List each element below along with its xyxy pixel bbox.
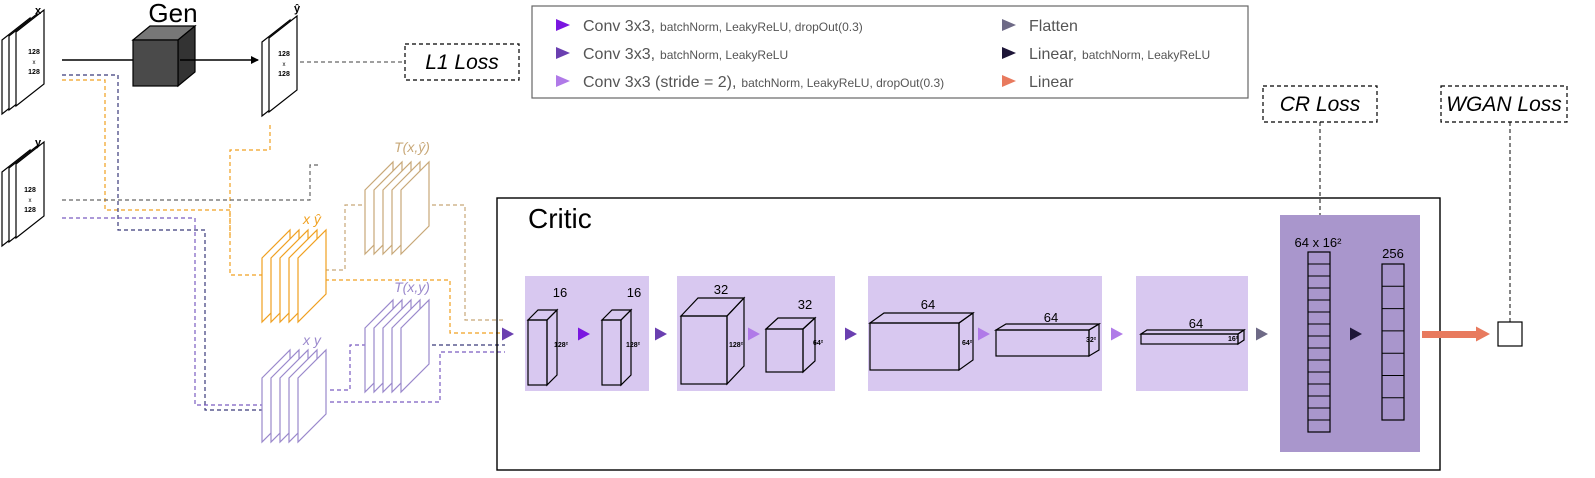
block1-to-block2-arrow bbox=[655, 327, 667, 341]
critic-block3-cube-b: 64 32² bbox=[993, 310, 1102, 358]
wgan-loss-box: WGAN Loss bbox=[1440, 85, 1568, 123]
legend-arrow-icon bbox=[1002, 19, 1016, 31]
critic-block4-side: 16² bbox=[1228, 336, 1239, 343]
stack-x-y-label: x y bbox=[302, 332, 322, 348]
xyhat-to-critic-line bbox=[325, 279, 505, 334]
legend-item-label: Conv 3x3,batchNorm, LeakyReLU bbox=[583, 46, 788, 63]
critic-block1-cube-b: 16 128² bbox=[600, 285, 641, 387]
legend-item-label: Conv 3x3,batchNorm, LeakyReLU, dropOut(0… bbox=[583, 18, 863, 35]
flatten-vector-label: 64 x 16² bbox=[1295, 235, 1343, 250]
generator-cube: Gen bbox=[131, 0, 198, 88]
cr-loss-box: CR Loss bbox=[1262, 85, 1378, 123]
critic-block1-side-b: 128² bbox=[626, 342, 641, 349]
block2-to-block3-arrow bbox=[845, 327, 857, 341]
legend-item-label: Flatten bbox=[1029, 18, 1078, 35]
wgan-loss-label: WGAN Loss bbox=[1446, 93, 1562, 116]
output-arrow-shaft bbox=[1422, 331, 1478, 338]
input-y-size-top: 128 bbox=[24, 187, 36, 194]
xyhat-to-txyhat-line bbox=[325, 204, 365, 271]
input-x-size-bot: 128 bbox=[28, 69, 40, 76]
flow-arrows bbox=[502, 326, 1490, 342]
output-yhat-stack: ŷ 128 x 128 bbox=[261, 3, 301, 118]
stack-x-yhat-label: x ŷ bbox=[302, 211, 322, 227]
output-arrow-head bbox=[1476, 326, 1490, 342]
critic-block2-cube-a: 32 128² bbox=[679, 282, 746, 386]
block2-stride-arrow bbox=[748, 327, 760, 341]
stack-t-x-yhat: T(x,ŷ) bbox=[364, 139, 430, 256]
input-x-stack: x 128 x 128 bbox=[1, 5, 45, 116]
critic-block3-side-b: 32² bbox=[1086, 337, 1097, 344]
dashed-connections bbox=[62, 61, 1511, 411]
critic-block3-cube-a: 64 64² bbox=[868, 297, 975, 372]
critic-output-node bbox=[1497, 321, 1523, 347]
flatten-vector: 64 x 16² bbox=[1295, 235, 1343, 433]
critic-block1-top-a: 16 bbox=[553, 285, 567, 300]
critic-block4-cube: 64 16² bbox=[1139, 316, 1246, 346]
yhat-to-xyhat-line bbox=[229, 125, 271, 235]
flatten-arrow bbox=[1256, 327, 1268, 341]
stack-x-y: x y bbox=[261, 332, 327, 444]
input-x-size-mid: x bbox=[33, 60, 36, 66]
block3-to-block4-arrow bbox=[1111, 327, 1123, 341]
yhat-size-bot: 128 bbox=[278, 71, 290, 78]
critic-block1-side-a: 128² bbox=[554, 342, 569, 349]
generator-label: Gen bbox=[148, 0, 197, 28]
input-y-label: y bbox=[35, 137, 42, 149]
block3-stride-arrow bbox=[978, 327, 990, 341]
input-y-size-mid: x bbox=[29, 198, 32, 204]
legend-arrow-icon bbox=[556, 19, 570, 31]
critic-block4-top: 64 bbox=[1189, 316, 1203, 331]
legend-item-label: Linear bbox=[1029, 74, 1074, 91]
critic-block1-top-b: 16 bbox=[627, 285, 641, 300]
txyhat-to-critic-line bbox=[432, 204, 505, 321]
legend-item-label: Linear,batchNorm, LeakyReLU bbox=[1029, 46, 1210, 63]
critic-block2-top-b: 32 bbox=[798, 297, 812, 312]
legend-arrow-icon bbox=[556, 75, 570, 87]
linear-vector-label: 256 bbox=[1382, 246, 1404, 261]
yhat-size-mid: x bbox=[283, 62, 286, 68]
cr-loss-label: CR Loss bbox=[1280, 93, 1361, 116]
critic-block3-top-a: 64 bbox=[921, 297, 935, 312]
block1-conv-arrow bbox=[578, 327, 590, 341]
input-x-label: x bbox=[35, 5, 42, 17]
input-y-size-bot: 128 bbox=[24, 207, 36, 214]
critic-block2-side-b: 64² bbox=[813, 340, 824, 347]
legend-arrow-icon bbox=[556, 47, 570, 59]
stack-x-yhat: x ŷ bbox=[261, 211, 327, 324]
legend-frame bbox=[531, 5, 1249, 99]
stack-t-x-y-label: T(x,y) bbox=[394, 279, 430, 295]
legend: Conv 3x3,batchNorm, LeakyReLU, dropOut(0… bbox=[531, 5, 1249, 99]
yhat-label: ŷ bbox=[294, 3, 301, 15]
legend-arrow-icon bbox=[1002, 47, 1016, 59]
l1-loss-label: L1 Loss bbox=[425, 51, 499, 74]
input-to-critic-arrow bbox=[502, 327, 514, 341]
legend-item-label: Conv 3x3 (stride = 2),batchNorm, LeakyRe… bbox=[583, 74, 944, 91]
critic-block2-side-a: 128² bbox=[729, 342, 744, 349]
critic-block2-top-a: 32 bbox=[714, 282, 728, 297]
stack-t-x-yhat-label: T(x,ŷ) bbox=[394, 139, 430, 155]
stack-t-x-y: T(x,y) bbox=[364, 279, 430, 394]
input-y-stack: y 128 x 128 bbox=[1, 137, 45, 248]
l1-loss-box: L1 Loss bbox=[404, 43, 520, 81]
input-x-size-top: 128 bbox=[28, 49, 40, 56]
linear-vector: 256 bbox=[1381, 246, 1405, 421]
linear-bn-arrow bbox=[1350, 327, 1362, 341]
yhat-size-top: 128 bbox=[278, 51, 290, 58]
critic-title: Critic bbox=[528, 203, 592, 234]
legend-arrow-icon bbox=[1002, 75, 1016, 87]
x-to-xy-line bbox=[62, 74, 262, 411]
critic-block2-cube-b: 32 64² bbox=[764, 297, 824, 374]
xy-to-critic-line bbox=[330, 351, 505, 403]
critic-block1-cube-a: 16 128² bbox=[526, 285, 569, 387]
x-to-xyhat-line bbox=[62, 79, 262, 276]
critic-block3-side-a: 64² bbox=[962, 340, 973, 347]
xy-to-txy-line bbox=[330, 344, 365, 391]
critic-block3-top-b: 64 bbox=[1044, 310, 1058, 325]
y-to-xy-line bbox=[62, 217, 262, 406]
critic-frame: Critic bbox=[496, 197, 1441, 471]
y-to-yhat-gray-line bbox=[62, 164, 318, 201]
